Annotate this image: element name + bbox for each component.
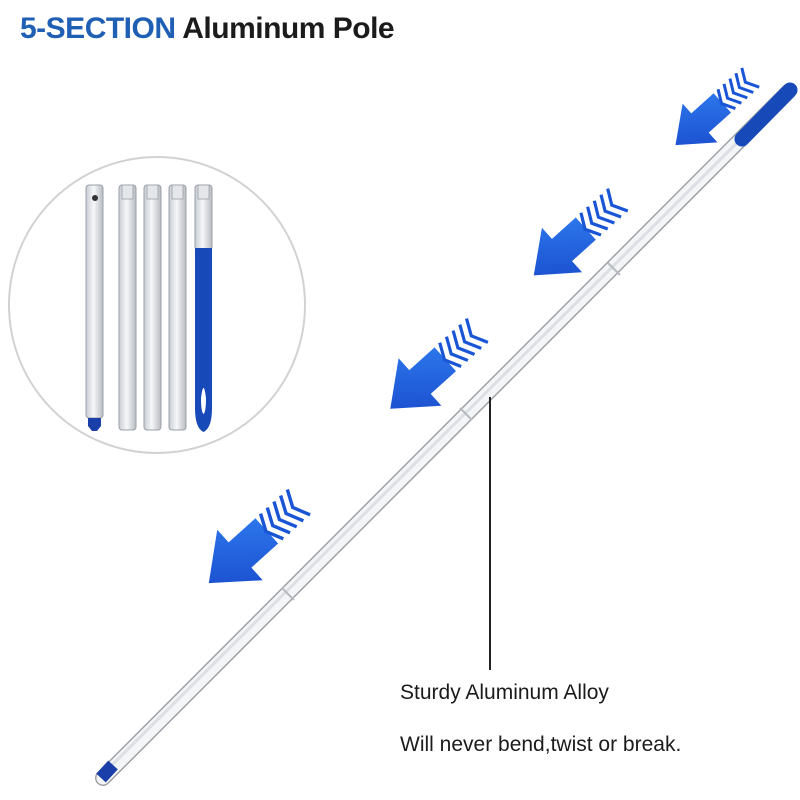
direction-arrow-icon	[675, 67, 760, 146]
pole-section-2	[118, 184, 137, 431]
feature-material: Sturdy Aluminum Alloy	[400, 681, 609, 704]
spring-button-hole	[92, 195, 98, 201]
page-title: 5-SECTION Aluminum Pole	[20, 12, 395, 46]
feature-durability: Will never bend,twist or break.	[400, 733, 682, 756]
pole-joints	[281, 262, 621, 601]
pole-section-5-handle	[194, 184, 213, 432]
chevron-icon	[438, 318, 489, 368]
sections-inset	[8, 156, 306, 454]
chevron-icon	[579, 188, 629, 237]
chevron-icon	[258, 489, 311, 541]
pole-blue-cap	[734, 82, 798, 147]
direction-arrow-icon	[390, 318, 489, 409]
pole-section-1	[85, 184, 104, 431]
title-highlight: 5-SECTION	[20, 12, 176, 45]
title-rest: Aluminum Pole	[182, 12, 395, 45]
pole-section-3	[143, 184, 162, 431]
direction-arrow-icon	[208, 489, 311, 584]
blue-grip	[195, 248, 212, 432]
pole-screw-end	[96, 760, 118, 783]
pole-section-4	[168, 184, 187, 431]
chevron-icon	[716, 67, 760, 110]
hanging-hole	[201, 388, 206, 414]
direction-arrow-icon	[533, 188, 629, 276]
assembled-pole	[95, 82, 798, 786]
screw-tip	[88, 418, 101, 431]
